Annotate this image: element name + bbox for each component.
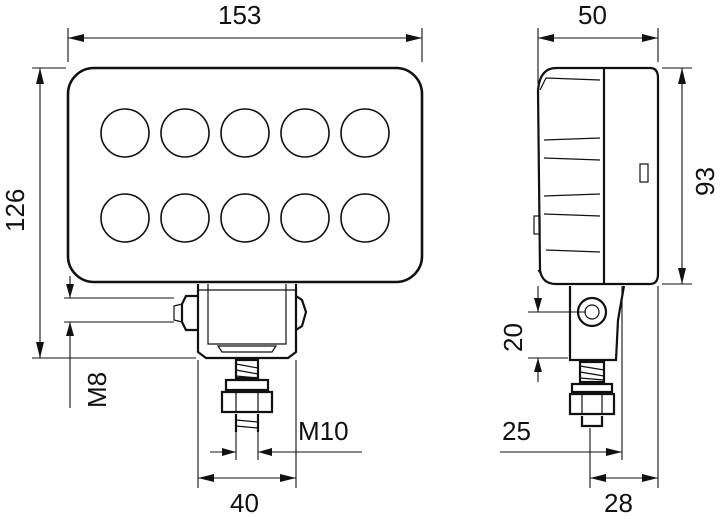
dim-pivot-offset-label: 20 xyxy=(498,323,528,352)
led-lenses xyxy=(100,108,390,243)
side-mount xyxy=(568,285,626,428)
dim-front-width-label: 153 xyxy=(218,0,261,30)
dim-front-height: 126 xyxy=(0,67,196,359)
dim-side-base-width: 28 xyxy=(589,286,659,518)
dim-bracket-spacing-label: 40 xyxy=(230,488,259,518)
dim-side-depth-label: 50 xyxy=(578,0,607,30)
dim-side-base-offset-label: 25 xyxy=(502,416,531,446)
dim-side-base-width-label: 28 xyxy=(604,488,633,518)
lamp-side-housing xyxy=(536,66,660,286)
side-view: 50 93 20 25 xyxy=(498,0,720,518)
front-bolt xyxy=(220,358,274,432)
dim-m8-label: M8 xyxy=(82,372,112,408)
dim-front-width: 153 xyxy=(67,0,423,62)
dim-side-height-label: 93 xyxy=(690,167,720,196)
front-bracket xyxy=(173,284,308,360)
front-view: 153 126 M8 M10 xyxy=(0,0,424,518)
lamp-front-housing xyxy=(66,66,424,284)
dim-bracket-spacing: 40 xyxy=(197,360,297,518)
led-lens xyxy=(160,108,210,158)
dim-m10: M10 xyxy=(210,416,362,460)
led-lens xyxy=(340,193,390,243)
dim-side-height: 93 xyxy=(662,67,720,285)
dim-side-depth: 50 xyxy=(537,0,659,84)
dim-front-height-label: 126 xyxy=(0,189,30,232)
dim-m8: M8 xyxy=(64,276,174,408)
led-lens xyxy=(220,108,270,158)
dim-pivot-offset: 20 xyxy=(498,286,586,382)
dim-side-base-offset: 25 xyxy=(500,286,623,460)
dim-m10-label: M10 xyxy=(298,416,349,446)
led-lens xyxy=(340,108,390,158)
led-lens xyxy=(280,193,330,243)
led-lens xyxy=(100,108,150,158)
led-lens xyxy=(160,193,210,243)
led-lens xyxy=(100,193,150,243)
led-lens xyxy=(220,193,270,243)
led-lens xyxy=(280,108,330,158)
